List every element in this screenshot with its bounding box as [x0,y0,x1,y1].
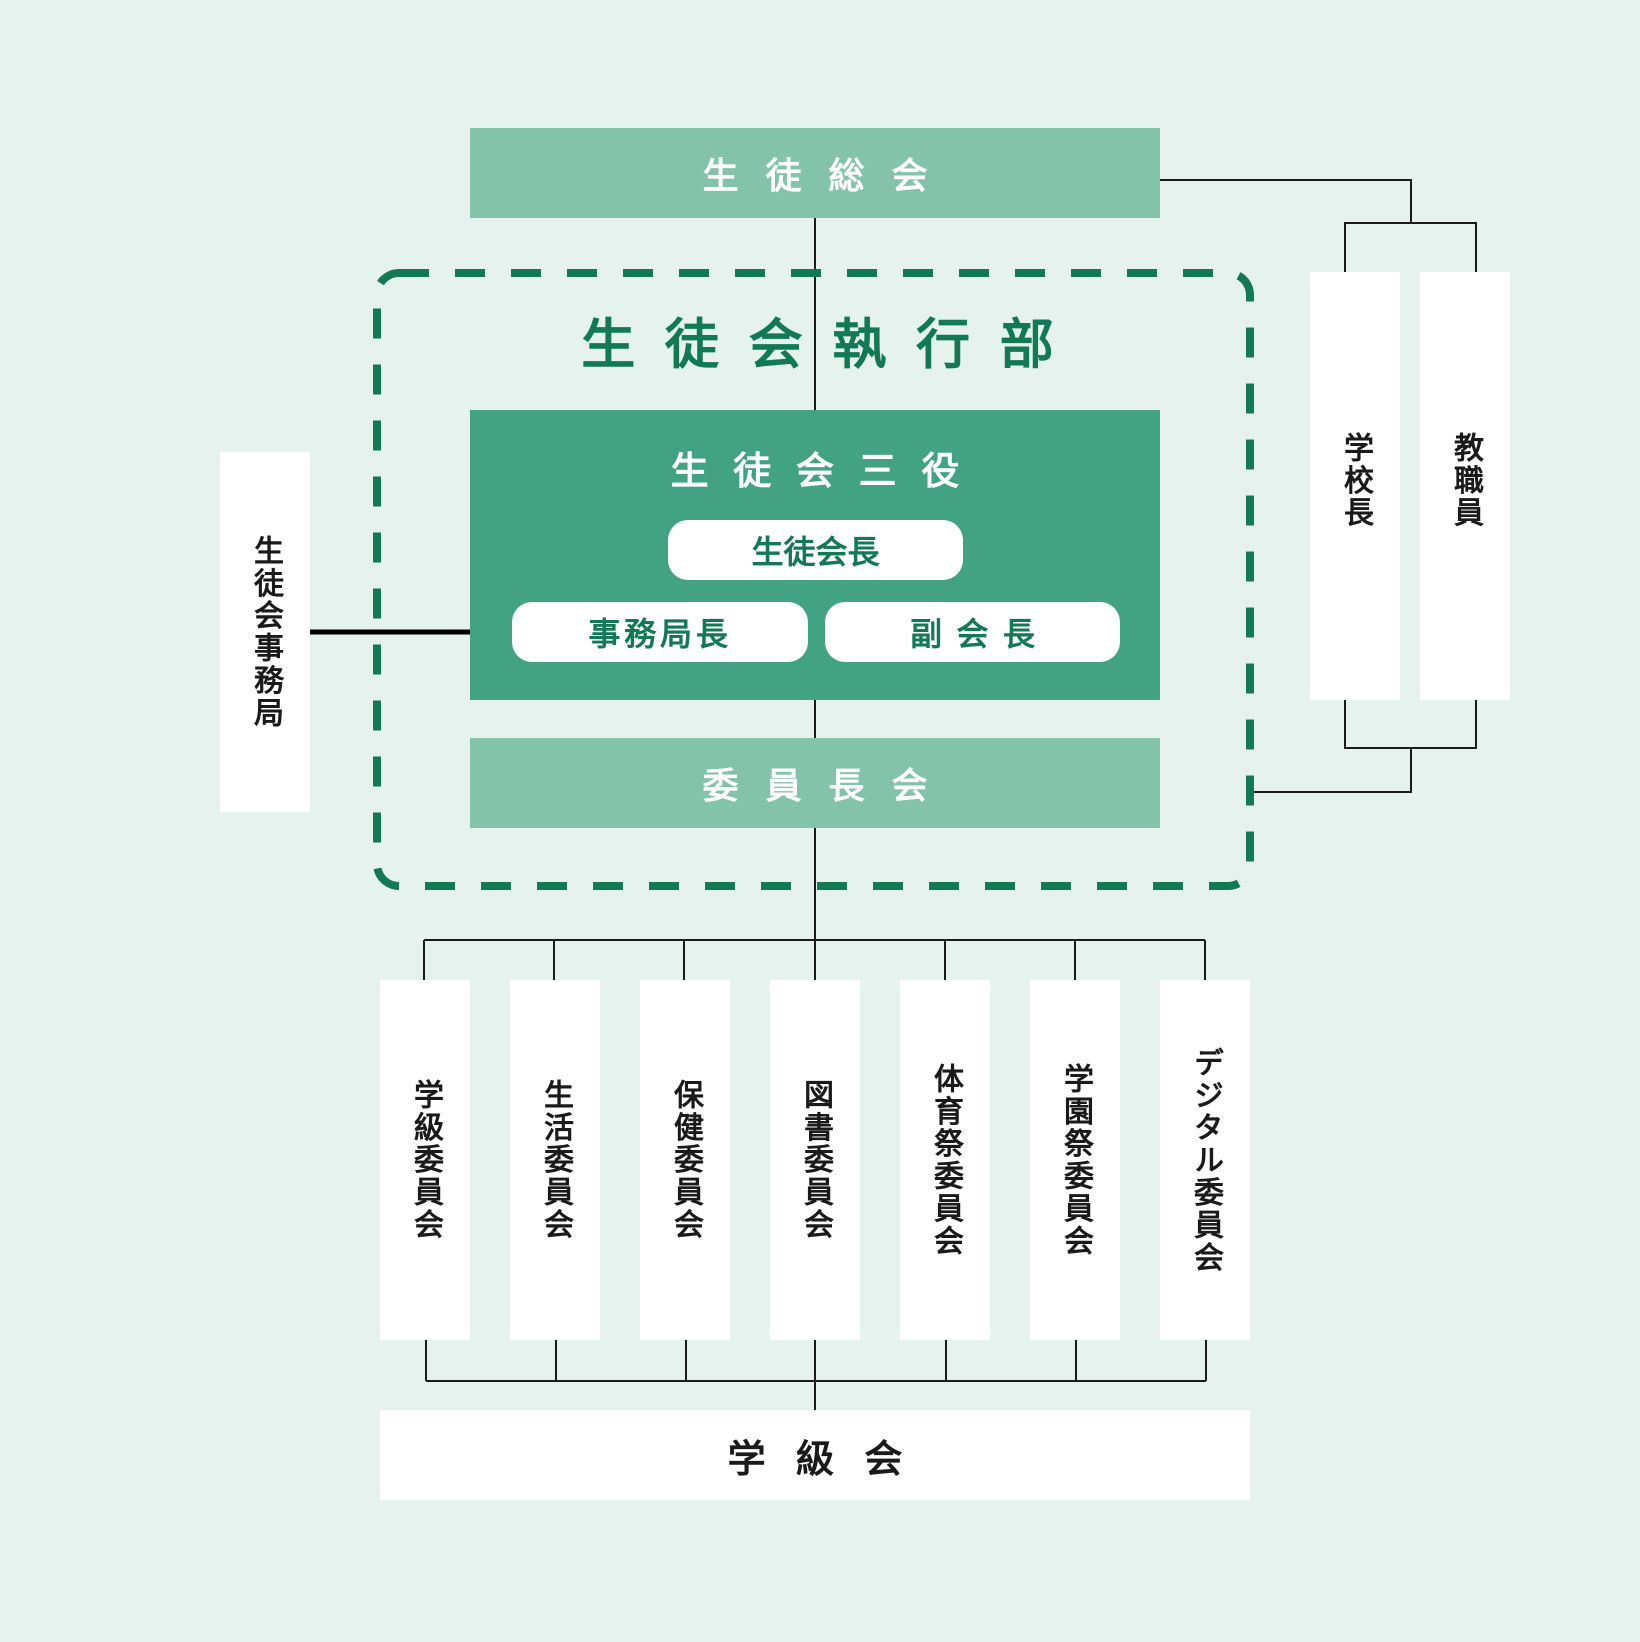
committee-life: 生活委員会 [510,980,600,1340]
committee-label: 学園祭委員会 [1058,1062,1093,1258]
executive-title: 生徒会執行部 [581,313,1084,376]
general-meeting-box: 生徒総会 [470,128,1160,218]
teachers-box: 教職員 [1420,272,1510,700]
committee-label: 生活委員会 [538,1079,573,1241]
secretary-general-pill: 事務局長 [512,602,808,662]
class-meeting-box: 学級会 [380,1410,1250,1500]
committee-class: 学級委員会 [380,980,470,1340]
teachers-label: 教職員 [1448,432,1483,530]
committee-digital: デジタル委員会 [1160,980,1250,1340]
chairs-meeting-label: 委員長会 [702,766,955,807]
connector-staff-to-chairs [1252,748,1412,793]
general-meeting-label: 生徒総会 [702,156,955,197]
committee-school-festival: 学園祭委員会 [1030,980,1120,1340]
principal-box: 学校長 [1310,272,1400,700]
committee-sports-festival: 体育祭委員会 [900,980,990,1340]
president-pill: 生徒会長 [668,520,963,580]
committee-label: 体育祭委員会 [928,1062,963,1258]
staff-top-bracket [1344,222,1477,272]
committee-health: 保健委員会 [640,980,730,1340]
executive-dashed-frame [373,269,1254,890]
secretariat-label: 生徒会事務局 [248,534,283,730]
chairs-meeting-box: 委員長会 [470,738,1160,828]
committee-library: 図書委員会 [770,980,860,1340]
committee-label: デジタル委員会 [1188,1046,1223,1274]
committee-label: 学級委員会 [408,1079,443,1241]
connector-general-to-staff [1160,179,1412,223]
vice-president-pill: 副会長 [825,602,1120,662]
secretariat-box: 生徒会事務局 [220,452,310,812]
committee-label: 図書委員会 [798,1079,833,1241]
class-meeting-label: 学級会 [727,1436,933,1481]
committee-label: 保健委員会 [668,1079,703,1241]
sanyaku-title: 生徒会三役 [670,449,985,493]
staff-bottom-bracket [1344,700,1477,749]
principal-label: 学校長 [1338,432,1373,530]
